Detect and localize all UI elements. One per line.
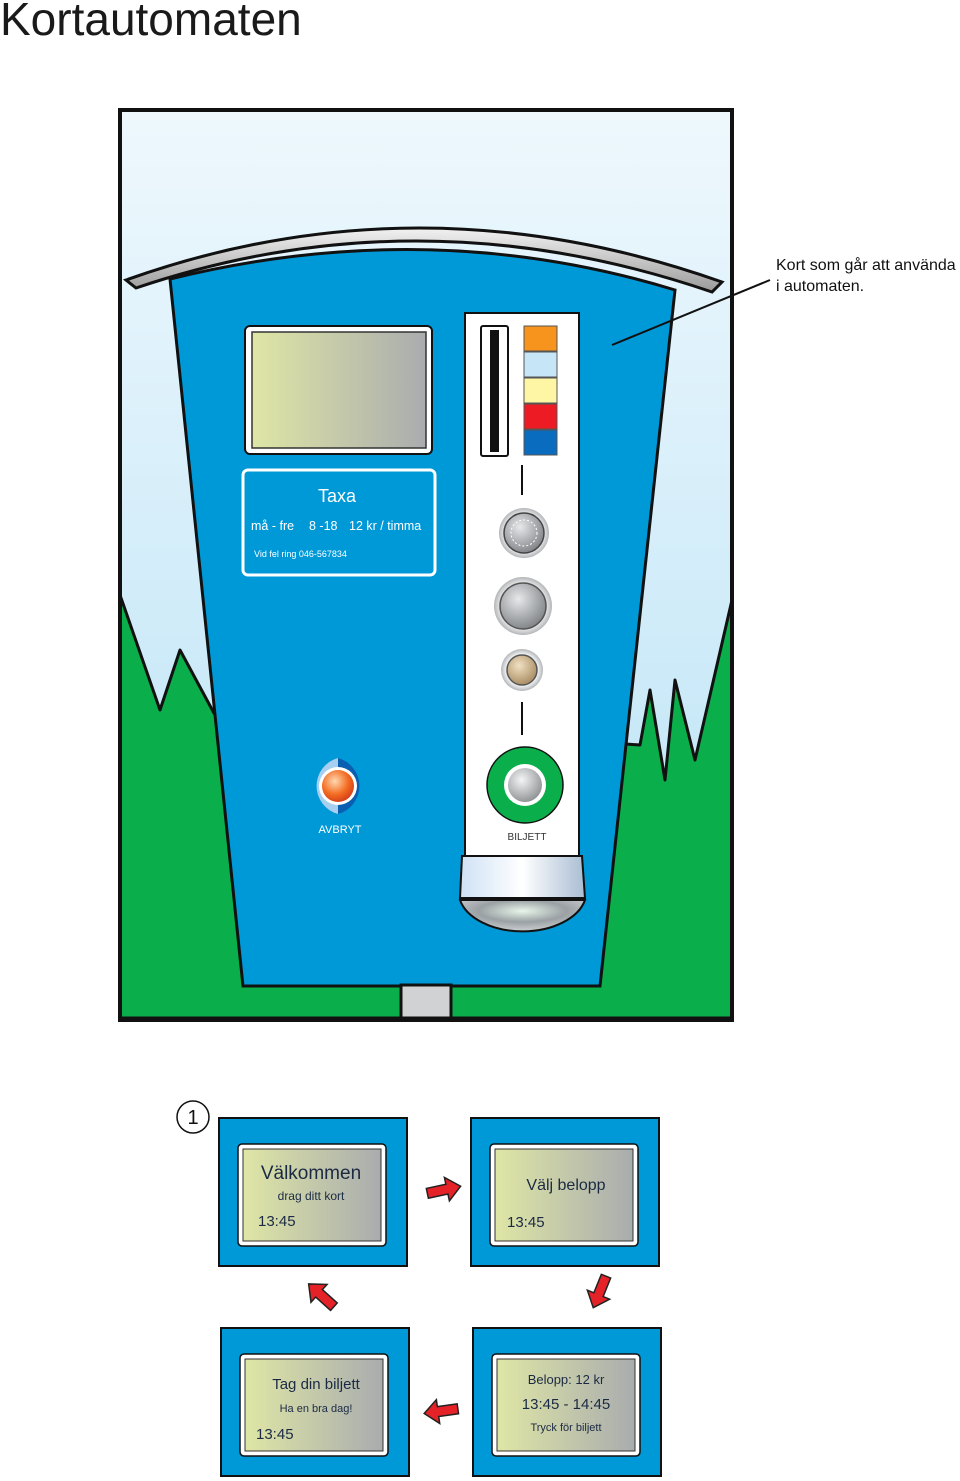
ticket-button[interactable] [508, 768, 542, 802]
arrow-right-icon [425, 1175, 462, 1203]
coin-10kr-icon [503, 512, 545, 554]
screen-choose-amount: Välj belopp 13:45 [470, 1117, 660, 1267]
coin-5kr-icon [499, 582, 547, 630]
machine-roof [122, 226, 725, 294]
callout-line-1: Kort som går att använda [776, 257, 956, 274]
step-number-badge [176, 1100, 210, 1134]
arrow-left-icon [423, 1397, 460, 1425]
screen-welcome-title: Välkommen [261, 1163, 361, 1184]
tariff-hours: 8 -18 [309, 519, 338, 533]
accepted-cards [523, 325, 558, 456]
cancel-button-label: AVBRYT [319, 824, 362, 836]
screen-amount-period: 13:45 - 14:45 [522, 1396, 610, 1413]
screen-amount-title: Belopp: 12 kr [528, 1372, 605, 1387]
accepted-cards-callout: Kort som går att använda i automaten. [776, 255, 956, 297]
tariff-days: må - fre [251, 519, 294, 533]
tariff-price: 12 kr / timma [349, 519, 421, 533]
card-slot-opening [490, 330, 499, 452]
screen-amount: Belopp: 12 kr 13:45 - 14:45 Tryck för bi… [472, 1327, 662, 1477]
tariff-support-phone: Vid fel ring 046-567834 [254, 549, 347, 559]
tariff-panel [241, 468, 437, 577]
screen-welcome-display [242, 1148, 382, 1242]
ticket-tray[interactable] [458, 855, 587, 899]
screen-amount-display [496, 1358, 636, 1452]
ticket-machine: Taxa må - fre 8 -18 12 kr / timma Vid fe… [122, 226, 725, 1020]
tariff-heading: Taxa [318, 486, 357, 506]
cancel-button[interactable] [322, 770, 354, 802]
machine-foot [399, 983, 453, 1020]
main-display [251, 331, 427, 449]
screen-welcome-time: 13:45 [258, 1213, 296, 1230]
screen-choose-amount-display [494, 1148, 634, 1242]
coin-1kr-icon [506, 654, 538, 686]
callout-line-2: i automaten. [776, 278, 865, 295]
page-title: Kortautomaten [0, 0, 302, 45]
card-blue-icon [523, 429, 558, 456]
screen-take-ticket-time: 13:45 [256, 1426, 294, 1443]
screen-take-ticket-display [244, 1358, 384, 1452]
screen-take-ticket: Tag din biljett Ha en bra dag! 13:45 [220, 1327, 410, 1477]
arrow-up-icon [307, 1283, 339, 1312]
step-number: 1 [187, 1107, 198, 1129]
card-orange-icon [523, 325, 558, 352]
screen-choose-amount-time: 13:45 [507, 1214, 545, 1231]
arrow-down-icon [586, 1273, 612, 1309]
screen-amount-hint: Tryck för biljett [530, 1422, 601, 1434]
card-lightblue-icon [523, 351, 558, 378]
card-red-icon [523, 403, 558, 430]
flow-arrows [307, 1175, 612, 1425]
screen-welcome-subtitle: drag ditt kort [278, 1189, 345, 1203]
scene-frame [118, 108, 734, 1022]
screen-take-ticket-subtitle: Ha en bra dag! [280, 1403, 353, 1415]
ticket-button-label: BILJETT [508, 832, 547, 843]
coin-10kr-detail [510, 519, 538, 547]
screen-choose-amount-title: Välj belopp [526, 1177, 605, 1194]
screen-welcome: Välkommen drag ditt kort 13:45 [218, 1117, 408, 1267]
ticket-tray-bowl [458, 899, 587, 933]
screen-take-ticket-title: Tag din biljett [272, 1376, 360, 1393]
callout-line [611, 279, 771, 346]
card-yellow-icon [523, 377, 558, 404]
